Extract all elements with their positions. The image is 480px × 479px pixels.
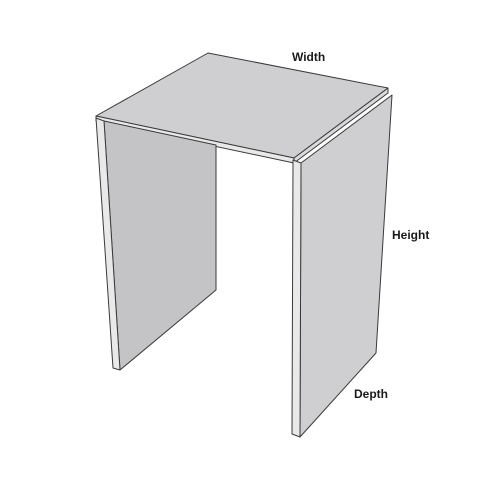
right-side-panel-edge xyxy=(291,159,302,438)
left-side-panel xyxy=(103,120,217,371)
height-label: Height xyxy=(392,228,430,242)
width-label: Width xyxy=(292,50,326,64)
left-side-panel-edge xyxy=(95,117,121,371)
depth-label: Depth xyxy=(354,387,388,401)
